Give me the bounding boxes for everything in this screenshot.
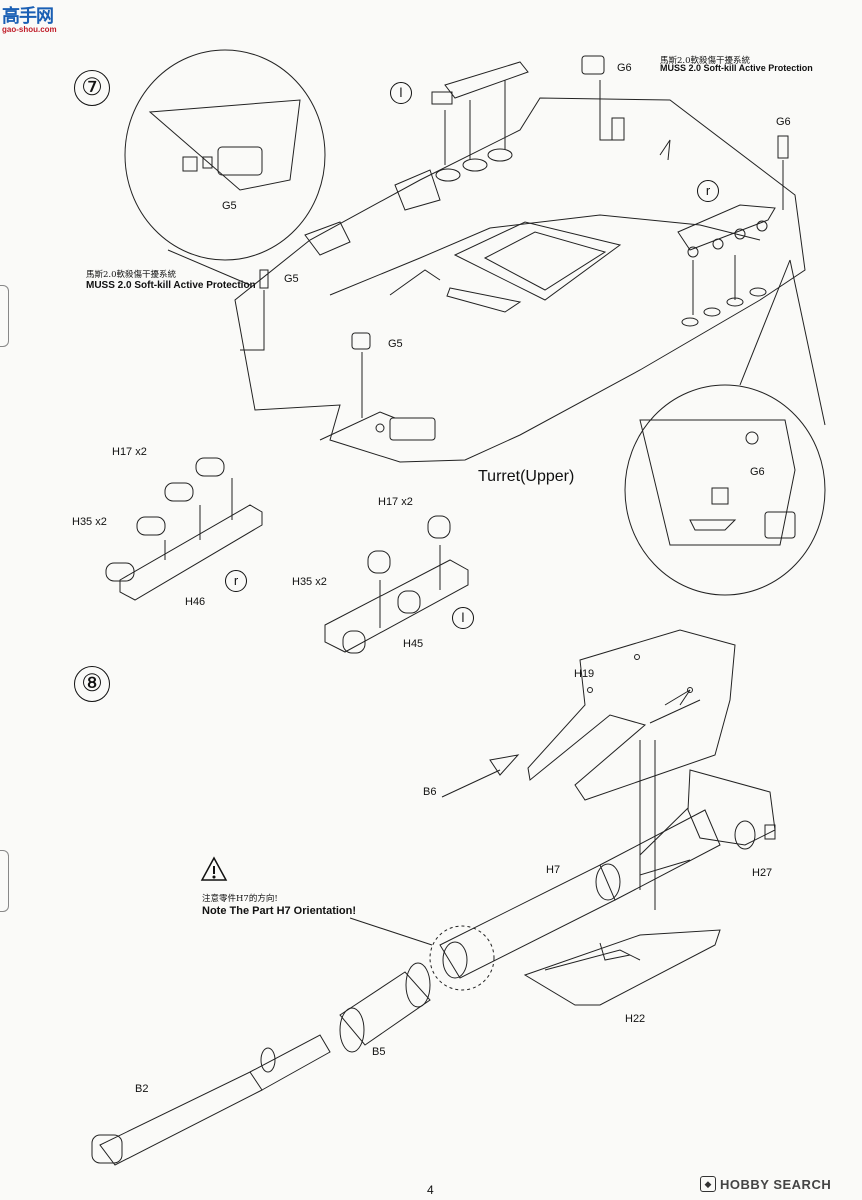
label-h46-h17-part: H17 bbox=[112, 446, 133, 458]
site-watermark: 高手网 gao-shou.com bbox=[2, 2, 57, 34]
part-l-top-drawing bbox=[431, 61, 529, 165]
part-b5-drawing bbox=[339, 962, 431, 1053]
step-7-number: ⑦ bbox=[74, 70, 110, 106]
step-8-number: ⑧ bbox=[74, 666, 110, 702]
label-h46-h35-qty: x2 bbox=[95, 516, 107, 528]
label-h46-h35: H35 x2 bbox=[72, 516, 107, 528]
turret-upper-drawing bbox=[234, 97, 806, 463]
part-h45-drawing bbox=[324, 515, 469, 654]
label-g5-left: G5 bbox=[284, 273, 299, 285]
label-h45-h17-part: H17 bbox=[378, 496, 399, 508]
label-b2: B2 bbox=[135, 1083, 149, 1095]
hobby-search-logo-icon: ◆ bbox=[700, 1176, 716, 1192]
part-h46-drawing bbox=[105, 457, 263, 601]
part-h27-drawing bbox=[639, 769, 776, 876]
part-g6-right-drawing bbox=[777, 135, 789, 210]
part-h22-drawing bbox=[523, 929, 721, 1006]
label-h27: H27 bbox=[752, 867, 773, 879]
label-g6-right: G6 bbox=[776, 116, 791, 128]
turret-upper-label: Turret(Upper) bbox=[478, 468, 575, 485]
site-watermark-url: gao-shou.com bbox=[2, 25, 57, 34]
detail-bubble-g6 bbox=[624, 259, 826, 596]
label-g6-detail: G6 bbox=[750, 466, 765, 478]
label-h45-h17-qty: x2 bbox=[401, 496, 413, 508]
muss-top-cn: 馬斯2.0軟殺傷干擾系統 bbox=[660, 56, 751, 66]
mark-r-h46: r bbox=[225, 570, 247, 592]
mark-l-h45: l bbox=[452, 607, 474, 629]
label-h45-h35-part: H35 bbox=[292, 576, 313, 588]
label-h45-h35-qty: x2 bbox=[315, 576, 327, 588]
mark-r-top: r bbox=[697, 180, 719, 202]
label-h46-h17: H17 x2 bbox=[112, 446, 147, 458]
muss-left-cn: 馬斯2.0軟殺傷干擾系統 bbox=[86, 270, 177, 280]
part-g5-center-drawing bbox=[351, 332, 371, 418]
part-h7-drawing bbox=[349, 809, 721, 991]
label-h19: H19 bbox=[574, 668, 595, 680]
label-h7: H7 bbox=[546, 864, 561, 876]
detail-bubble-g5 bbox=[124, 49, 326, 286]
site-watermark-logo: 高手网 bbox=[2, 6, 54, 27]
hobby-search-brand: ◆ HOBBY SEARCH bbox=[700, 1176, 831, 1192]
note-h7-en: Note The Part H7 Orientation! bbox=[202, 905, 357, 917]
part-g6-top-drawing bbox=[581, 55, 671, 161]
label-h46-h35-part: H35 bbox=[72, 516, 93, 528]
part-b2-drawing bbox=[91, 1034, 331, 1166]
label-g5-detail: G5 bbox=[222, 200, 237, 212]
mark-l-top: l bbox=[390, 82, 412, 104]
binding-mark-bottom bbox=[0, 850, 9, 912]
label-h45: H45 bbox=[403, 638, 424, 650]
note-h7-cn: 注意零件H7的方向! bbox=[202, 894, 278, 904]
muss-left-en: MUSS 2.0 Soft-kill Active Protection bbox=[86, 280, 256, 291]
label-b6: B6 bbox=[423, 786, 437, 798]
hobby-search-text: HOBBY SEARCH bbox=[720, 1176, 832, 1192]
muss-top-en: MUSS 2.0 Soft-kill Active Protection bbox=[660, 63, 813, 73]
binding-mark-top bbox=[0, 285, 9, 347]
label-h46-h17-qty: x2 bbox=[135, 446, 147, 458]
label-b5: B5 bbox=[372, 1046, 386, 1058]
page-number: 4 bbox=[427, 1183, 434, 1197]
label-h46: H46 bbox=[185, 596, 206, 608]
label-g6-top: G6 bbox=[617, 62, 632, 74]
label-h45-h35: H35 x2 bbox=[292, 576, 327, 588]
part-g5-left-drawing bbox=[240, 269, 269, 351]
label-g5-center: G5 bbox=[388, 338, 403, 350]
label-h45-h17: H17 x2 bbox=[378, 496, 413, 508]
part-r-right-drawing bbox=[677, 204, 776, 315]
label-h22: H22 bbox=[625, 1013, 646, 1025]
warning-triangle-icon bbox=[200, 856, 228, 881]
